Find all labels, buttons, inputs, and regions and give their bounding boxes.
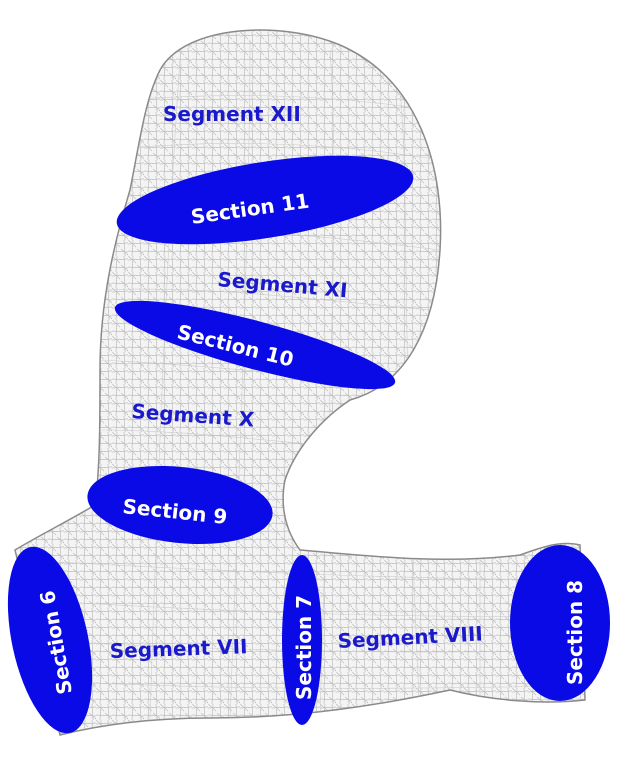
- section-9-disc: [87, 465, 273, 545]
- segment-xii-label: Segment XII: [163, 102, 301, 126]
- section-10-disc: [114, 300, 396, 390]
- section-7-label: Section 7: [292, 595, 316, 700]
- section-8-disc: [510, 545, 610, 701]
- section-11-disc: [116, 155, 414, 245]
- segment-vii-label: Segment VII: [109, 634, 248, 663]
- section-7-disc: [282, 555, 322, 725]
- section-6-disc: [7, 546, 93, 734]
- section-8-label: Section 8: [563, 580, 587, 685]
